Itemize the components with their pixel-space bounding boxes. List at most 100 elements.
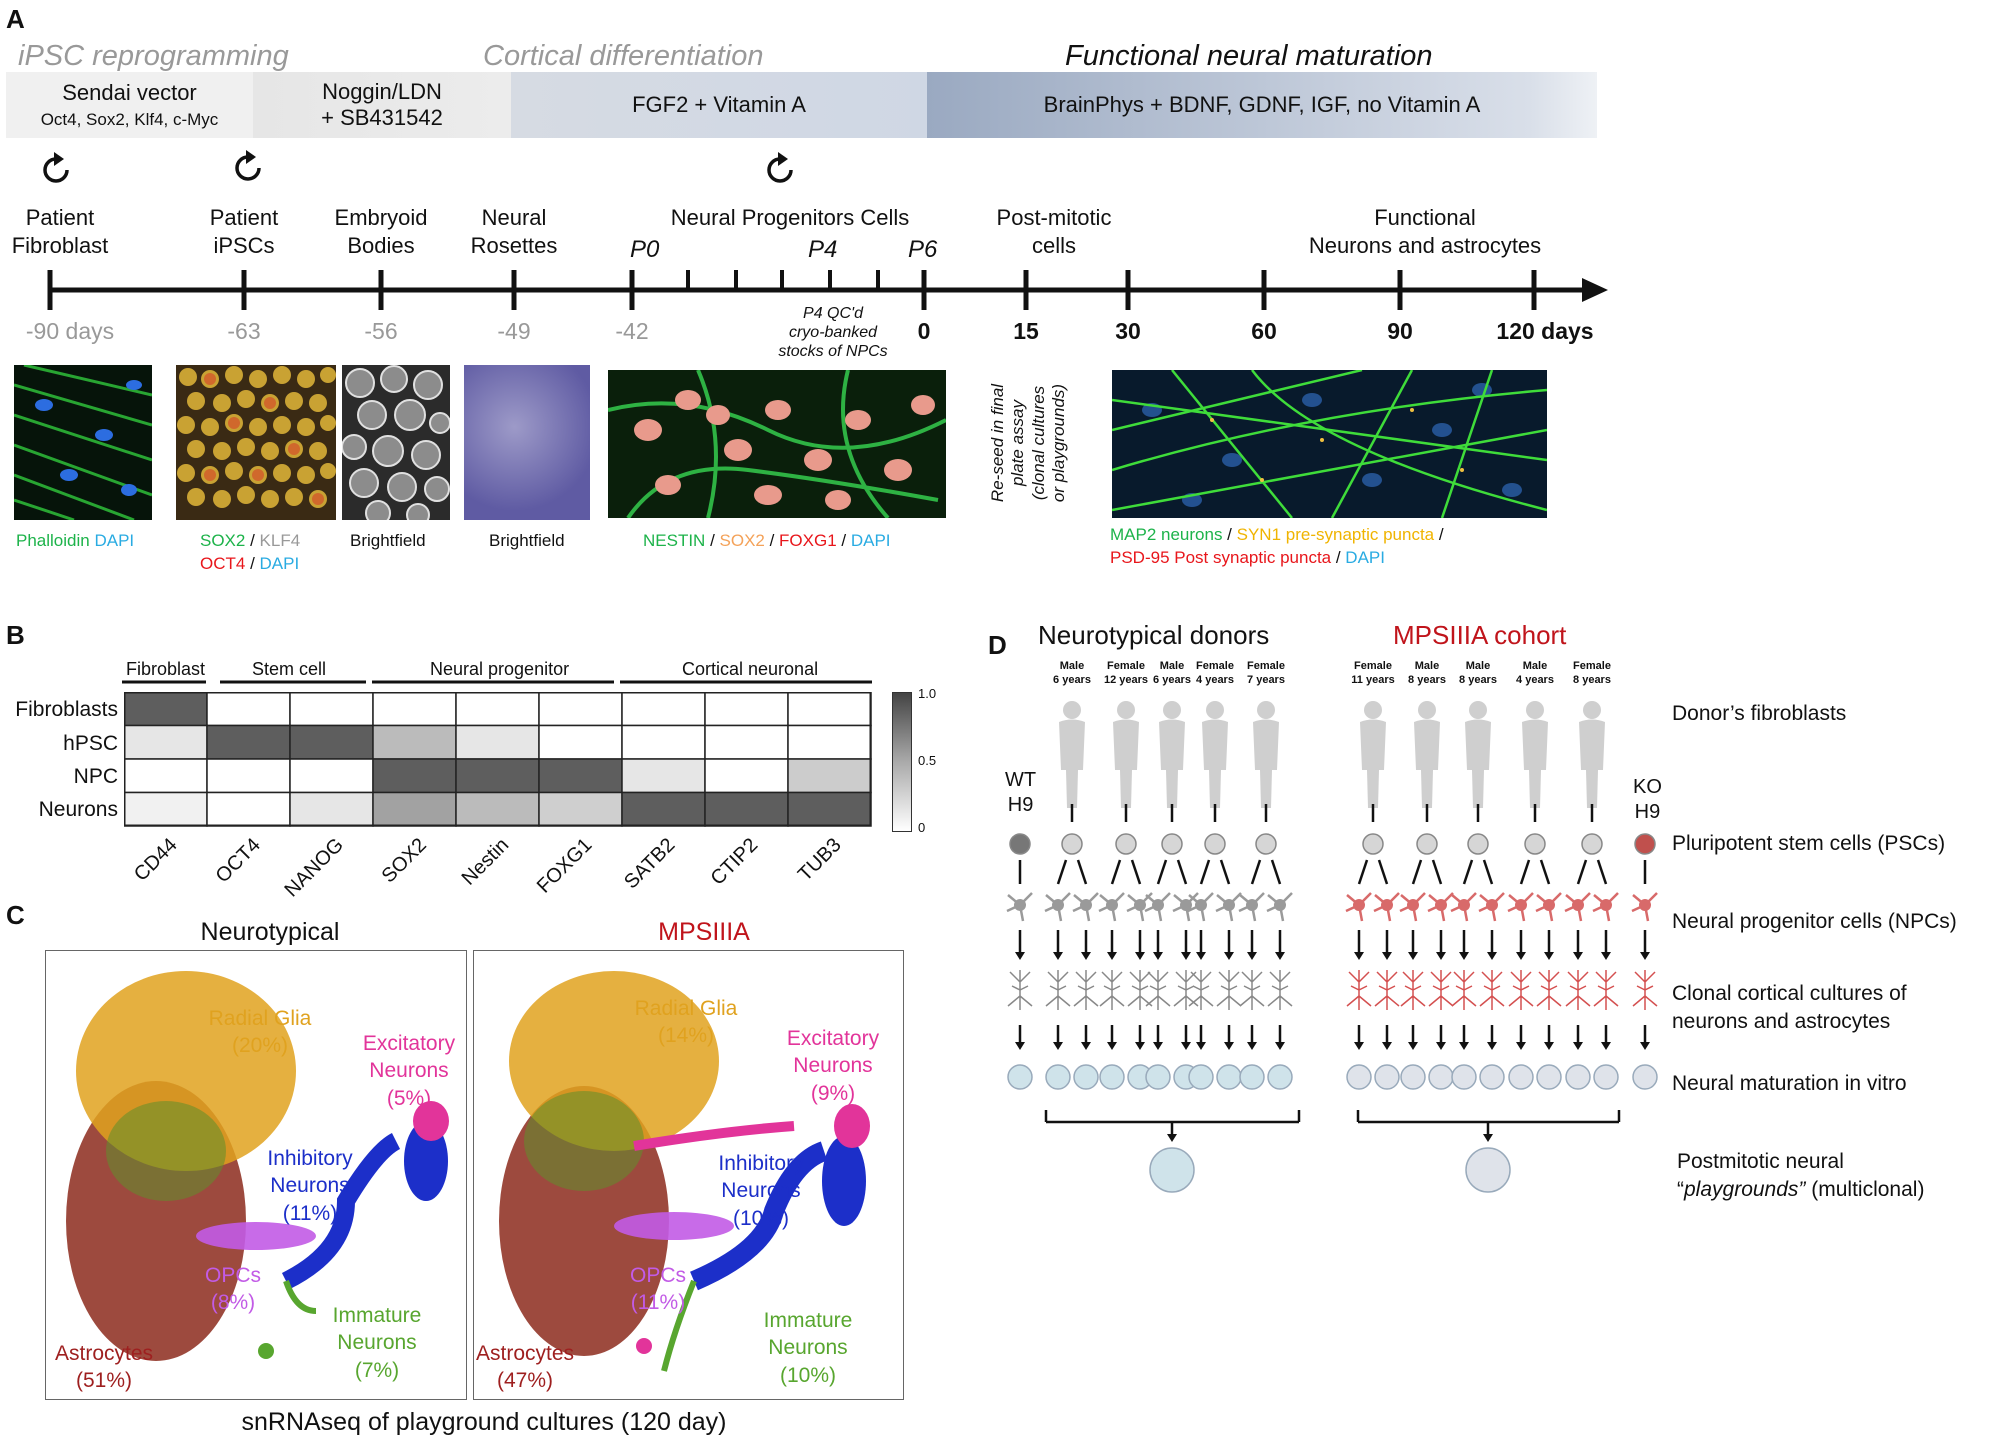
caption-phalloidin: Phalloidin [16, 531, 90, 550]
donor-sex: Male [1522, 660, 1548, 672]
down-arrow-icon [1354, 952, 1364, 960]
cl-line: (14%) [657, 1024, 715, 1048]
heatmap-col-label: OCT4 [211, 834, 265, 888]
tl-rosettes-line2: Rosettes [470, 232, 558, 258]
timeline-axis [47, 270, 1608, 310]
heatmap-cell [704, 692, 789, 727]
donor-age: 8 years [1408, 673, 1446, 686]
down-arrow-icon [1640, 1042, 1650, 1050]
heatmap-cell [621, 758, 706, 794]
npc-cell-icon [1399, 892, 1426, 922]
heatmap-row-label: NPC [73, 765, 118, 788]
donor-age: 8 years [1573, 673, 1611, 686]
heatmap-col-label: NANOG [280, 834, 348, 902]
down-arrow-icon [1573, 952, 1583, 960]
donor-age: 12 years [1103, 673, 1149, 686]
caption-fibroblast: Phalloidin DAPI [16, 530, 134, 553]
ko-line1: KO [1633, 776, 1662, 798]
umap-right-frame [473, 950, 904, 1400]
npc-cell-icon [1373, 892, 1400, 922]
colorbar-tick: 0 [918, 820, 926, 835]
connector-line [1176, 859, 1188, 885]
cluster-label-immature: Immature Neurons (10%) [764, 1307, 853, 1389]
brainphys-text: BrainPhys + BDNF, GDNF, IGF, no Vitamin … [1043, 91, 1481, 117]
down-arrow-icon [1275, 1042, 1285, 1050]
stage-maturation: Functional neural maturation [1065, 40, 1433, 72]
colorbar [892, 692, 912, 832]
npc-cell-icon [1238, 892, 1265, 922]
heatmap-cell [124, 724, 208, 760]
cl-line: (5%) [386, 1086, 432, 1110]
culture-dish-icon [1565, 1064, 1591, 1090]
stem-cell-icon [1061, 833, 1083, 855]
culture-dish-icon [1149, 1147, 1195, 1193]
ko-label: KO H9 [1633, 775, 1662, 825]
culture-dish-icon [1188, 1064, 1214, 1090]
down-arrow-icon [1408, 952, 1418, 960]
connector-line [1377, 859, 1389, 885]
neuron-icon [1479, 970, 1505, 1010]
tl-eb-line2: Bodies [347, 232, 415, 258]
down-arrow-icon [1153, 1042, 1163, 1050]
cluster-label-opc: OPCs (8%) [205, 1262, 261, 1317]
heatmap-col-label: CTIP2 [706, 834, 763, 890]
heatmap-cell [704, 724, 789, 760]
cluster-label-immature: Immature Neurons (7%) [333, 1302, 422, 1384]
down-arrow-icon [1196, 1042, 1206, 1050]
reseed-note: Re-seed in final plate assay (clonal cul… [988, 358, 1070, 528]
culture-dish-icon [1267, 1064, 1293, 1090]
passage-refresh-icon [43, 152, 69, 183]
group-header-progenitor: Neural progenitor [430, 659, 570, 679]
down-arrow-icon [1487, 952, 1497, 960]
caption-syn1: SYN1 pre-synaptic puncta [1236, 525, 1435, 544]
qc-note: P4 QC'd cryo-banked stocks of NPCs [768, 304, 898, 362]
tl-functional-line1: Functional [1374, 205, 1476, 230]
heatmap-cell [372, 758, 457, 794]
umap-left-plot [66, 971, 449, 1361]
neuron-icon [1508, 970, 1534, 1010]
connector-line [1270, 859, 1282, 885]
culture-dish-icon [1508, 1064, 1534, 1090]
stem-cell-icon [1416, 833, 1438, 855]
heatmap-cell [206, 758, 291, 794]
caption-map2: MAP2 neurons [1110, 525, 1223, 544]
down-arrow-icon [1015, 952, 1025, 960]
neuron-icon [1346, 970, 1372, 1010]
connector-line [1519, 859, 1531, 885]
caption-oct4: OCT4 [200, 553, 246, 573]
npc-cell-icon [1044, 892, 1071, 922]
down-arrow-icon [1081, 952, 1091, 960]
neurotypical-title: Neurotypical donors [1038, 620, 1270, 650]
heatmap-cell [124, 758, 208, 794]
down-arrow-icon [1382, 1042, 1392, 1050]
neuron-icon [1536, 970, 1562, 1010]
heatmap-cell [289, 791, 374, 827]
donor-figure-icon [1159, 701, 1185, 808]
caption-slash: / [764, 531, 780, 550]
down-arrow-icon [1459, 952, 1469, 960]
down-arrow-icon [1382, 952, 1392, 960]
connector-line [1250, 859, 1262, 885]
neuron-icon [1073, 970, 1099, 1010]
donor-figure-icon [1414, 701, 1440, 808]
label-playgrounds-word: playgrounds” [1684, 1178, 1806, 1202]
cl-line: (8%) [210, 1291, 256, 1315]
heatmap-cell [787, 692, 872, 727]
caption-dapi: DAPI [94, 531, 135, 550]
label-maturation: Neural maturation in vitro [1672, 1072, 1907, 1095]
stem-cell-icon [1204, 833, 1226, 855]
cl-line: Astrocytes [475, 1342, 575, 1365]
tl-ipsc-label: Patient iPSCs [210, 204, 279, 259]
micrograph-fibroblast [14, 365, 152, 520]
tl-fibroblast-label: Patient Fibroblast [12, 204, 109, 259]
connector-line [1156, 859, 1168, 885]
heatmap-col-label: CD44 [129, 834, 182, 886]
cl-line: Immature [763, 1309, 853, 1332]
panel-d-letter: D [988, 630, 1007, 660]
heatmap-cell [704, 791, 789, 827]
connector-line [1596, 859, 1608, 885]
down-arrow-icon [1436, 1042, 1446, 1050]
connector-line [1357, 859, 1369, 885]
npc-cell-icon [1507, 892, 1534, 922]
